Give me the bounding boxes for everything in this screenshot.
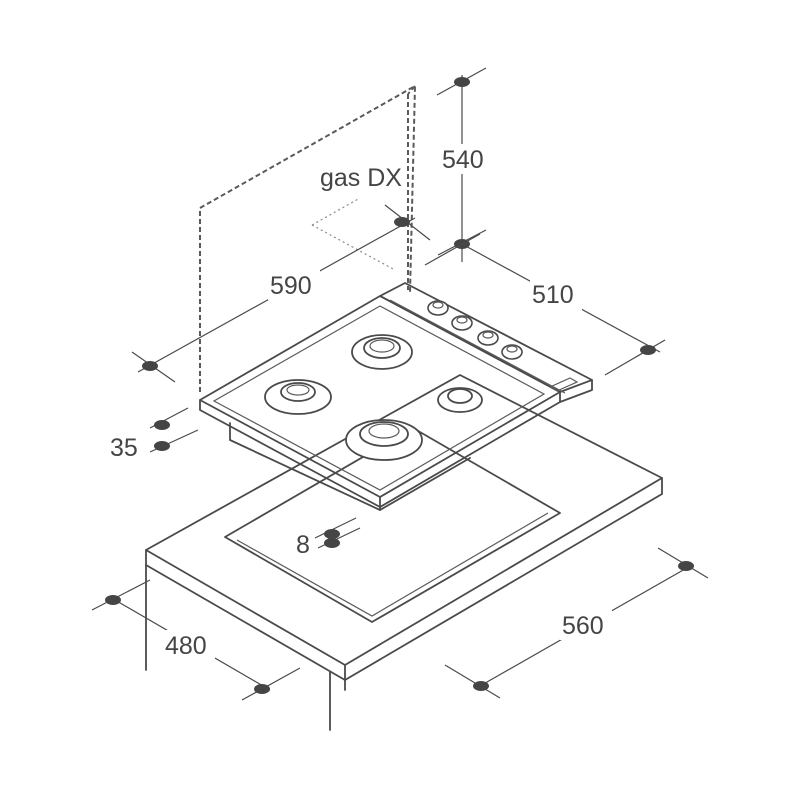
dimension-35-label: 35 bbox=[110, 434, 138, 462]
worktop-cutout bbox=[224, 427, 561, 623]
knob-4 bbox=[501, 344, 523, 360]
dimension-590-label: 590 bbox=[270, 272, 312, 300]
dimension-480-label: 480 bbox=[165, 632, 207, 660]
knob-3 bbox=[477, 330, 499, 346]
burner-right bbox=[437, 387, 483, 413]
knob-1 bbox=[427, 300, 449, 316]
burner-left bbox=[264, 379, 332, 415]
dimension-8-label: 8 bbox=[296, 531, 310, 559]
dimension-35 bbox=[149, 407, 199, 453]
hob bbox=[199, 282, 593, 511]
knob-2 bbox=[451, 315, 473, 331]
control-knobs bbox=[427, 300, 523, 360]
dimension-8 bbox=[314, 517, 361, 549]
dimension-510-label: 510 bbox=[532, 281, 574, 309]
dimension-540-label: 540 bbox=[442, 146, 484, 174]
gas-connection-indicator bbox=[311, 197, 396, 271]
dimension-560-label: 560 bbox=[562, 612, 604, 640]
burner-front bbox=[345, 419, 423, 461]
wall-outline bbox=[199, 84, 417, 392]
gas-label: gas DX bbox=[320, 164, 402, 192]
burner-rear bbox=[351, 334, 413, 370]
